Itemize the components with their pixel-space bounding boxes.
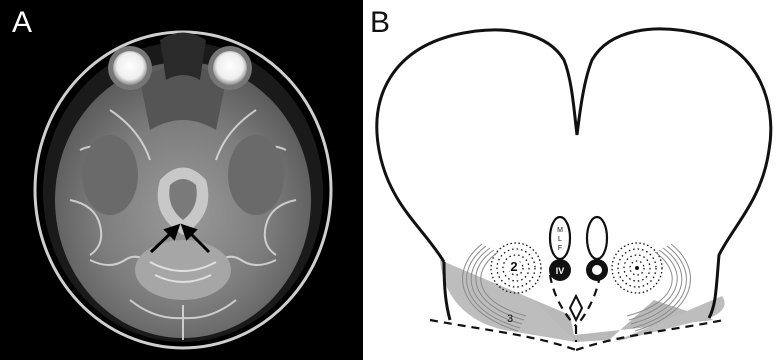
- decussation-diamond: [570, 296, 582, 320]
- nucleus-iv-label: IV: [556, 266, 565, 276]
- mlf-letter-l: L: [558, 236, 562, 243]
- midbrain-schematic: M L F IV 2: [364, 0, 777, 360]
- panel-b-label: B: [370, 8, 390, 38]
- panel-a-label: A: [12, 8, 32, 38]
- structure-2-label: 2: [510, 259, 517, 274]
- mlf-letter-f: F: [558, 245, 562, 252]
- midbrain-outline: [377, 29, 771, 318]
- stippled-structure-right: [612, 243, 662, 293]
- mlf-letter-m: M: [557, 227, 563, 234]
- mri-scan: [0, 0, 363, 360]
- structure-3-label: 3: [507, 313, 513, 325]
- panel-b-schematic: M L F IV 2: [364, 0, 777, 360]
- panel-a-mri-image: A: [0, 0, 363, 360]
- mlf-ellipse-right: [587, 217, 607, 259]
